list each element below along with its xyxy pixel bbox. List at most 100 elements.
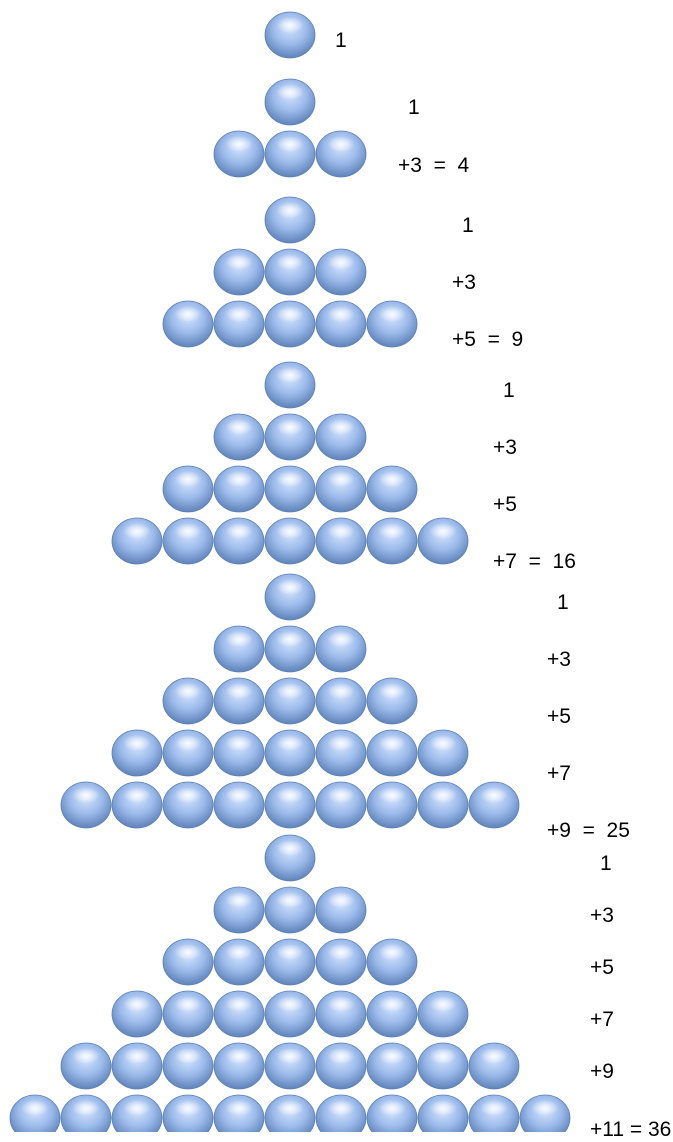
ball — [417, 1094, 469, 1132]
ball — [315, 517, 367, 565]
figure-4-label-2: +3 — [493, 436, 517, 459]
pyramid-1 — [264, 11, 316, 59]
ball — [264, 300, 316, 348]
pyramid-2 — [213, 78, 367, 178]
figure-3-label-3: +5 = 9 — [452, 328, 524, 351]
ball — [315, 625, 367, 673]
ball — [264, 465, 316, 513]
ball — [366, 938, 418, 986]
ball — [264, 781, 316, 829]
pyramid-6 — [9, 834, 571, 1132]
ball — [111, 990, 163, 1038]
ball — [468, 781, 520, 829]
ball — [162, 300, 214, 348]
ball — [315, 300, 367, 348]
ball — [213, 517, 265, 565]
figure-2-label-2: +3 = 4 — [398, 154, 470, 177]
ball — [315, 938, 367, 986]
ball — [366, 1094, 418, 1132]
ball — [264, 729, 316, 777]
ball — [264, 248, 316, 296]
figure-5-label-3: +5 — [547, 705, 571, 728]
figure-1-label-1: 1 — [335, 29, 347, 52]
ball — [264, 834, 316, 882]
ball — [264, 413, 316, 461]
ball — [417, 781, 469, 829]
ball — [162, 1042, 214, 1090]
ball — [162, 465, 214, 513]
ball — [213, 886, 265, 934]
ball — [264, 1042, 316, 1090]
ball — [213, 248, 265, 296]
ball — [366, 781, 418, 829]
ball — [417, 1042, 469, 1090]
ball — [60, 781, 112, 829]
ball — [417, 990, 469, 1038]
figure-5-label-2: +3 — [547, 648, 571, 671]
ball — [213, 413, 265, 461]
ball — [111, 1042, 163, 1090]
ball — [264, 78, 316, 126]
ball — [315, 677, 367, 725]
ball — [162, 517, 214, 565]
ball — [315, 465, 367, 513]
figure-5-label-1: 1 — [557, 591, 569, 614]
figure-6-label-6: +11 = 36 — [590, 1118, 672, 1141]
ball — [213, 625, 265, 673]
ball — [264, 886, 316, 934]
ball — [213, 677, 265, 725]
figure-2-label-1: 1 — [408, 96, 420, 119]
ball — [366, 990, 418, 1038]
ball — [111, 781, 163, 829]
ball — [111, 517, 163, 565]
ball — [264, 130, 316, 178]
figure-6-label-2: +3 — [590, 904, 614, 927]
ball — [111, 1094, 163, 1132]
ball — [519, 1094, 571, 1132]
ball — [468, 1042, 520, 1090]
pyramid-3 — [162, 196, 418, 348]
ball — [315, 413, 367, 461]
ball — [264, 625, 316, 673]
balls-layer — [9, 11, 571, 1132]
ball — [213, 1042, 265, 1090]
ball — [264, 990, 316, 1038]
figure-3-label-2: +3 — [452, 271, 476, 294]
ball — [366, 677, 418, 725]
ball — [213, 1094, 265, 1132]
ball — [315, 130, 367, 178]
ball — [315, 886, 367, 934]
ball — [9, 1094, 61, 1132]
ball — [315, 1042, 367, 1090]
ball — [213, 465, 265, 513]
ball — [264, 361, 316, 409]
figure-5-label-5: +9 = 25 — [547, 819, 630, 842]
ball — [162, 729, 214, 777]
ball — [264, 517, 316, 565]
ball — [315, 1094, 367, 1132]
figure-4-label-4: +7 = 16 — [493, 550, 576, 573]
ball — [315, 990, 367, 1038]
ball — [213, 729, 265, 777]
ball — [264, 677, 316, 725]
ball — [315, 781, 367, 829]
ball — [366, 465, 418, 513]
ball — [162, 677, 214, 725]
ball — [366, 300, 418, 348]
figure-6-label-5: +9 — [590, 1060, 614, 1083]
figure-4-label-1: 1 — [503, 379, 515, 402]
figure-3-label-1: 1 — [462, 214, 474, 237]
ball — [366, 517, 418, 565]
figure-6-label-1: 1 — [600, 852, 612, 875]
ball — [60, 1094, 112, 1132]
ball — [264, 1094, 316, 1132]
ball — [468, 1094, 520, 1132]
ball — [213, 781, 265, 829]
figure-6-label-4: +7 — [590, 1008, 614, 1031]
ball — [162, 781, 214, 829]
ball — [264, 196, 316, 244]
ball — [315, 248, 367, 296]
ball — [315, 729, 367, 777]
figure-4-label-3: +5 — [493, 493, 517, 516]
